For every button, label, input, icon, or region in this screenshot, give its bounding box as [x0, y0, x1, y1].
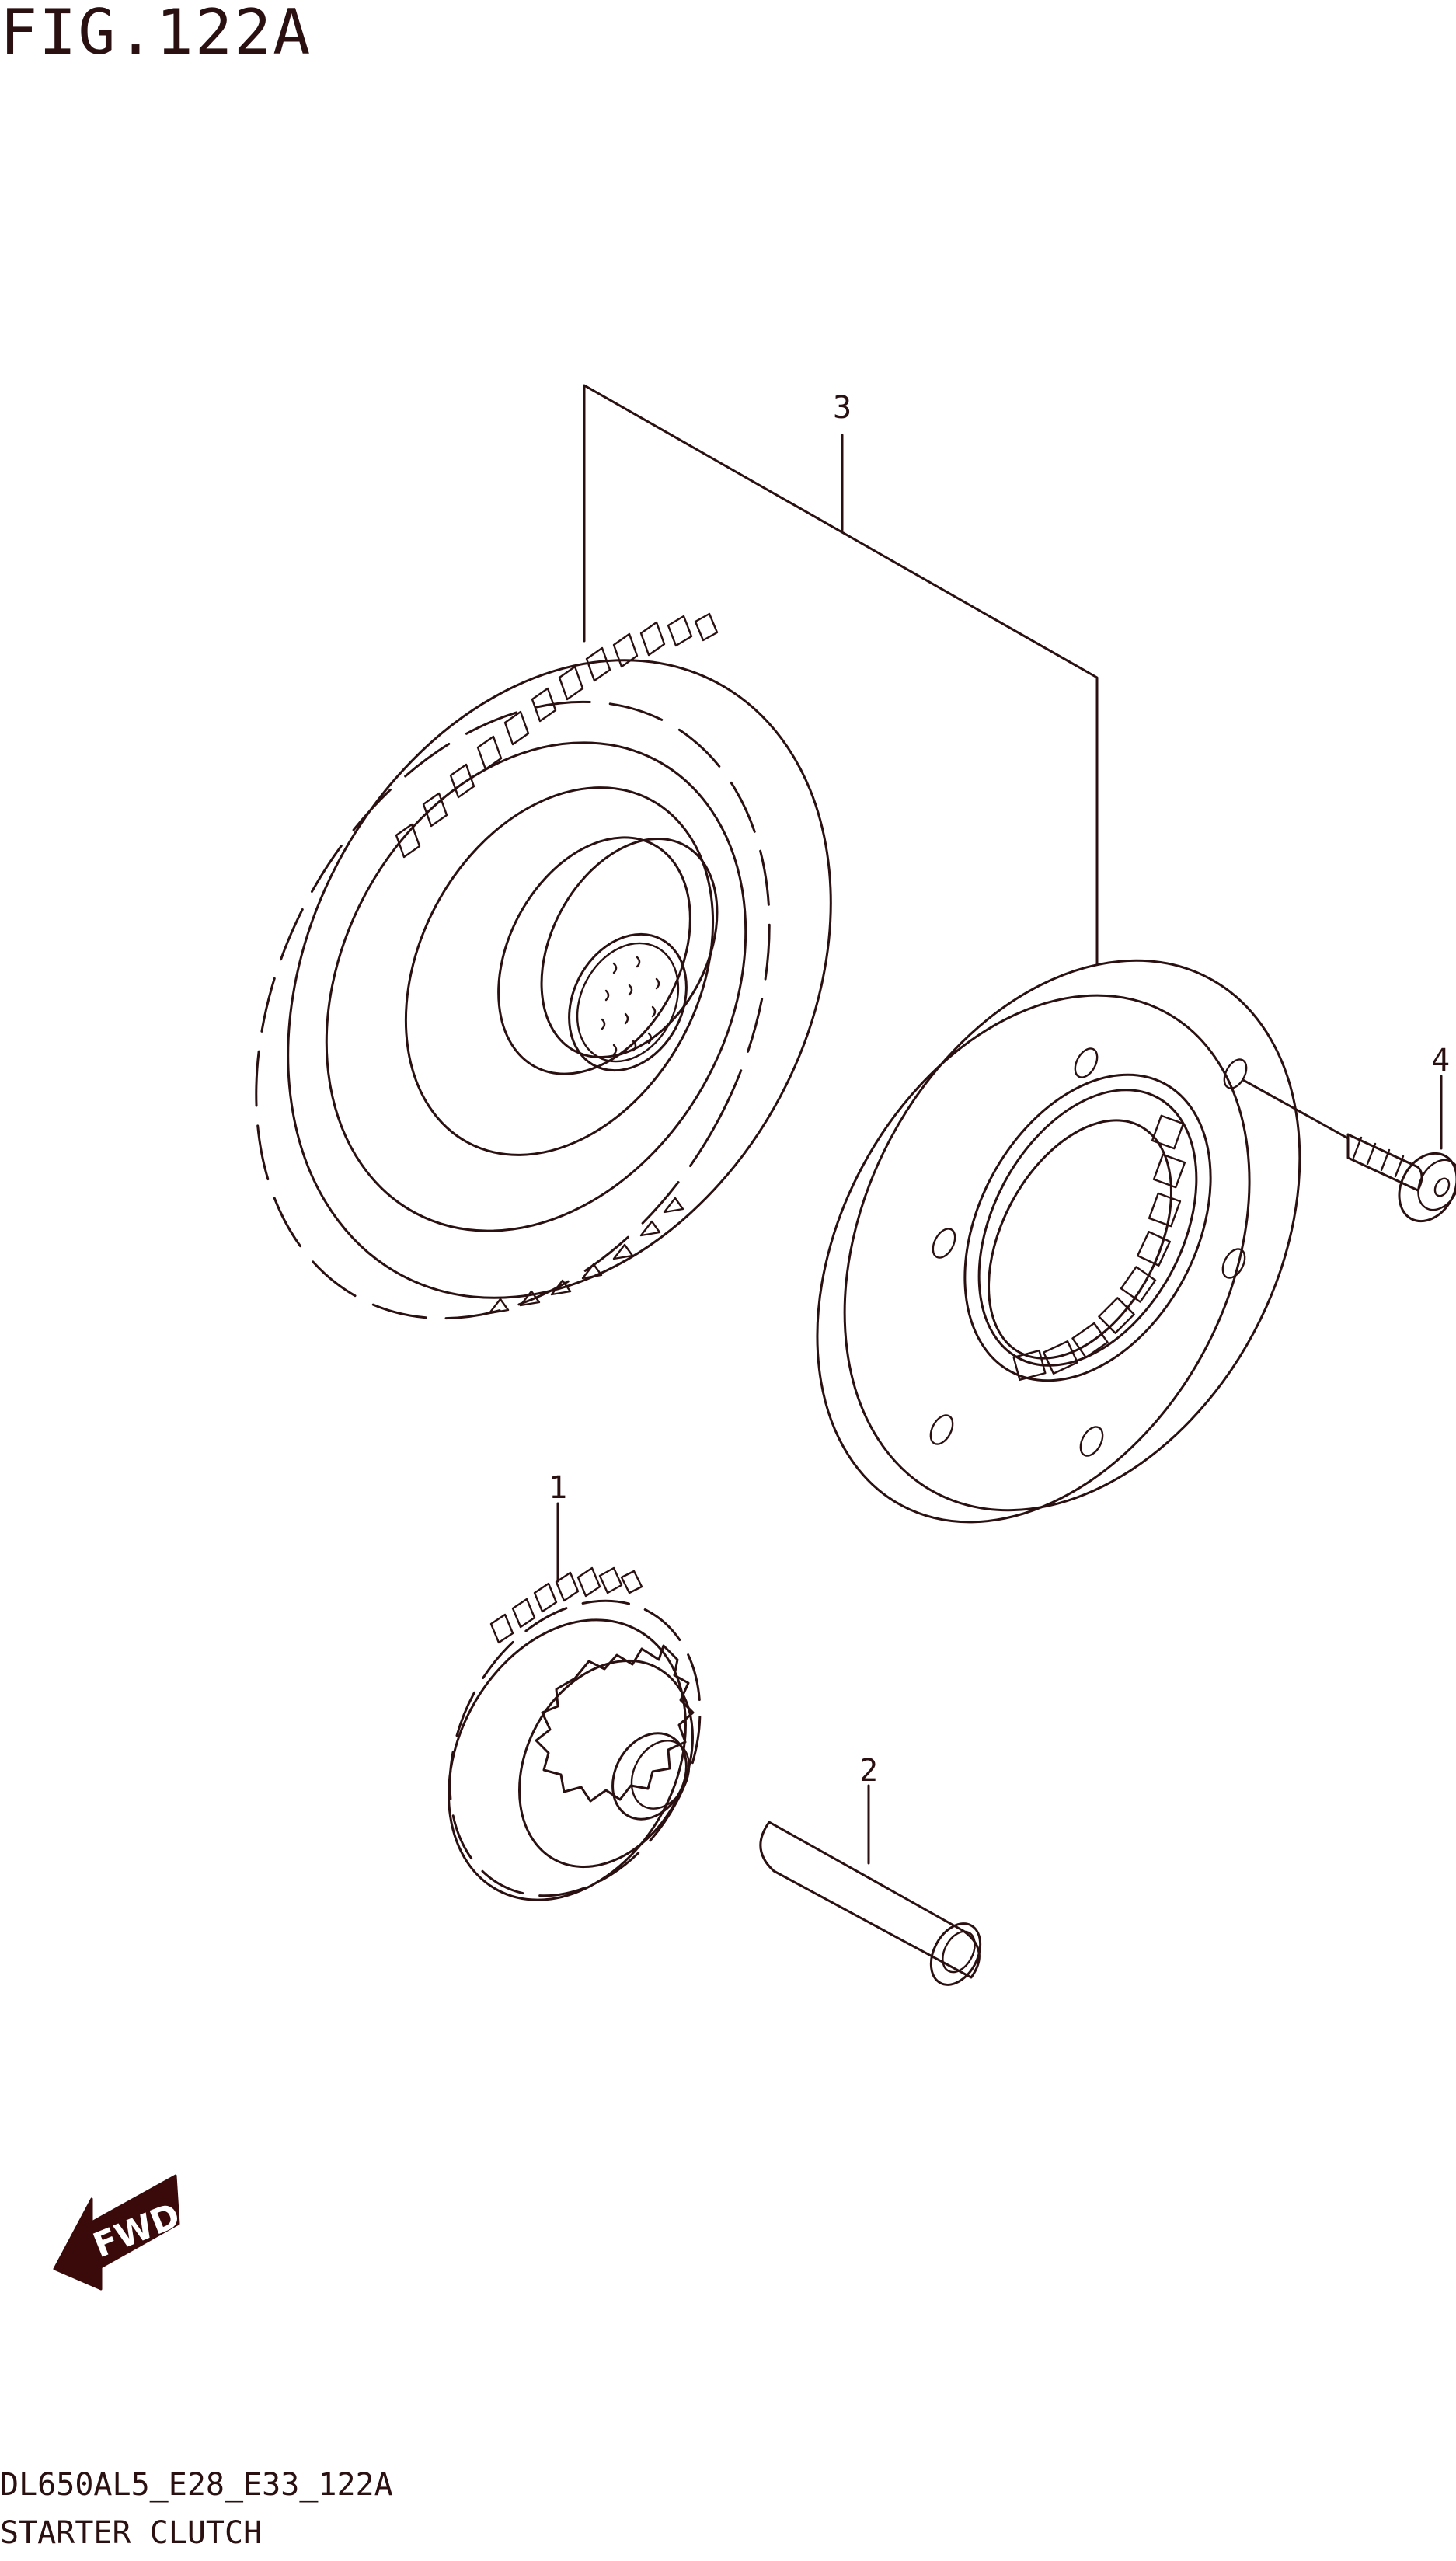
callout-3-leader: [583, 384, 1099, 965]
callout-1: 1: [549, 1470, 567, 1506]
clutch-bolt: [1242, 1075, 1456, 1223]
model-code: DL650AL5_E28_E33_122A: [0, 2467, 393, 2503]
idle-gear-shaft: [759, 1784, 982, 1986]
one-way-clutch-body: [816, 959, 1301, 1524]
figure-title: FIG.122A: [0, 0, 312, 68]
idle-gear-teeth: [489, 1566, 643, 1644]
callout-4: 4: [1431, 1043, 1450, 1078]
section-name: STARTER CLUTCH: [0, 2515, 263, 2551]
fwd-badge: FWD: [53, 2174, 186, 2291]
bolt-holes: [929, 1047, 1248, 1457]
fwd-arrow-icon: [53, 2174, 180, 2291]
starter-idle-gear: [448, 1502, 702, 1901]
callout-3: 3: [833, 390, 852, 426]
gear-teeth-lower: [488, 1197, 684, 1315]
starter-driven-gear: [255, 612, 832, 1320]
gear-teeth-upper: [395, 612, 719, 859]
callout-2: 2: [859, 1753, 878, 1789]
clutch-rollers: [1012, 1114, 1186, 1382]
